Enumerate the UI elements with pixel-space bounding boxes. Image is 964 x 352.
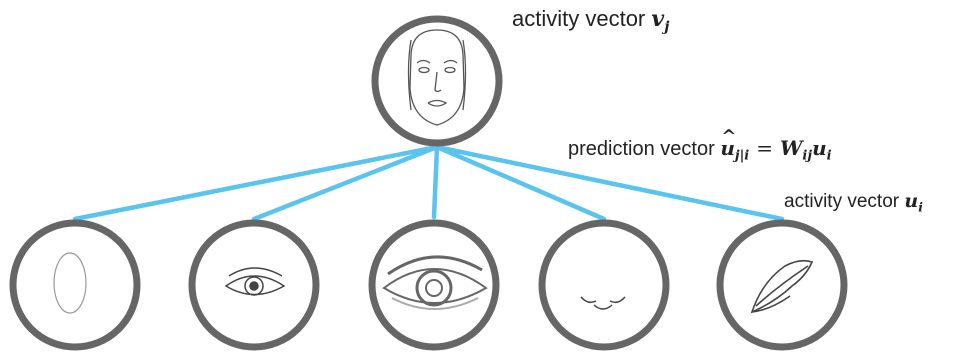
link-eye-closeup	[431, 144, 440, 220]
child-activity-symbol: ui	[904, 190, 923, 215]
link-face-outline	[72, 144, 440, 222]
prediction-vector-text: prediction vector	[568, 138, 715, 160]
u-symbol: u	[812, 136, 827, 160]
u-hat-symbol: u	[720, 126, 736, 160]
lips-sketch	[750, 259, 814, 314]
child-capsule-face-outline	[9, 219, 141, 351]
u-subscript: i	[826, 148, 832, 164]
equals-sign: =	[756, 136, 773, 160]
eye-closeup-sketch	[382, 255, 488, 310]
child-activity-label: activity vector ui	[784, 190, 923, 214]
w-subscript: ij	[802, 148, 813, 164]
u-hat-subscript: j|i	[734, 148, 750, 164]
w-symbol: W	[779, 136, 803, 160]
nose-sketch	[580, 296, 626, 310]
face-outline-sketch	[53, 252, 87, 314]
child-capsule-lips	[716, 219, 848, 351]
child-activity-text: activity vector	[784, 191, 900, 212]
link-nose	[434, 144, 607, 222]
parent-capsule-face	[371, 15, 503, 147]
child-capsule-nose	[538, 219, 670, 351]
parent-activity-label: activity vector vj	[512, 6, 669, 35]
parent-activity-symbol: vj	[651, 6, 670, 35]
ui-symbol: u	[904, 190, 919, 212]
link-eye	[251, 144, 440, 222]
face-sketch	[407, 29, 467, 126]
prediction-vector-equation: uj|i = Wijui	[720, 126, 831, 163]
ui-subscript: i	[918, 199, 923, 215]
prediction-vector-label: prediction vector uj|i = Wijui	[568, 126, 832, 163]
prediction-links	[72, 144, 785, 222]
v-subscript: j	[664, 19, 670, 35]
child-capsule-eye	[188, 219, 320, 351]
parent-activity-text: activity vector	[512, 6, 646, 31]
v-symbol: v	[651, 6, 665, 32]
eye-sketch	[224, 267, 286, 296]
link-lips	[434, 144, 785, 222]
child-capsule-eye-closeup	[368, 219, 500, 351]
